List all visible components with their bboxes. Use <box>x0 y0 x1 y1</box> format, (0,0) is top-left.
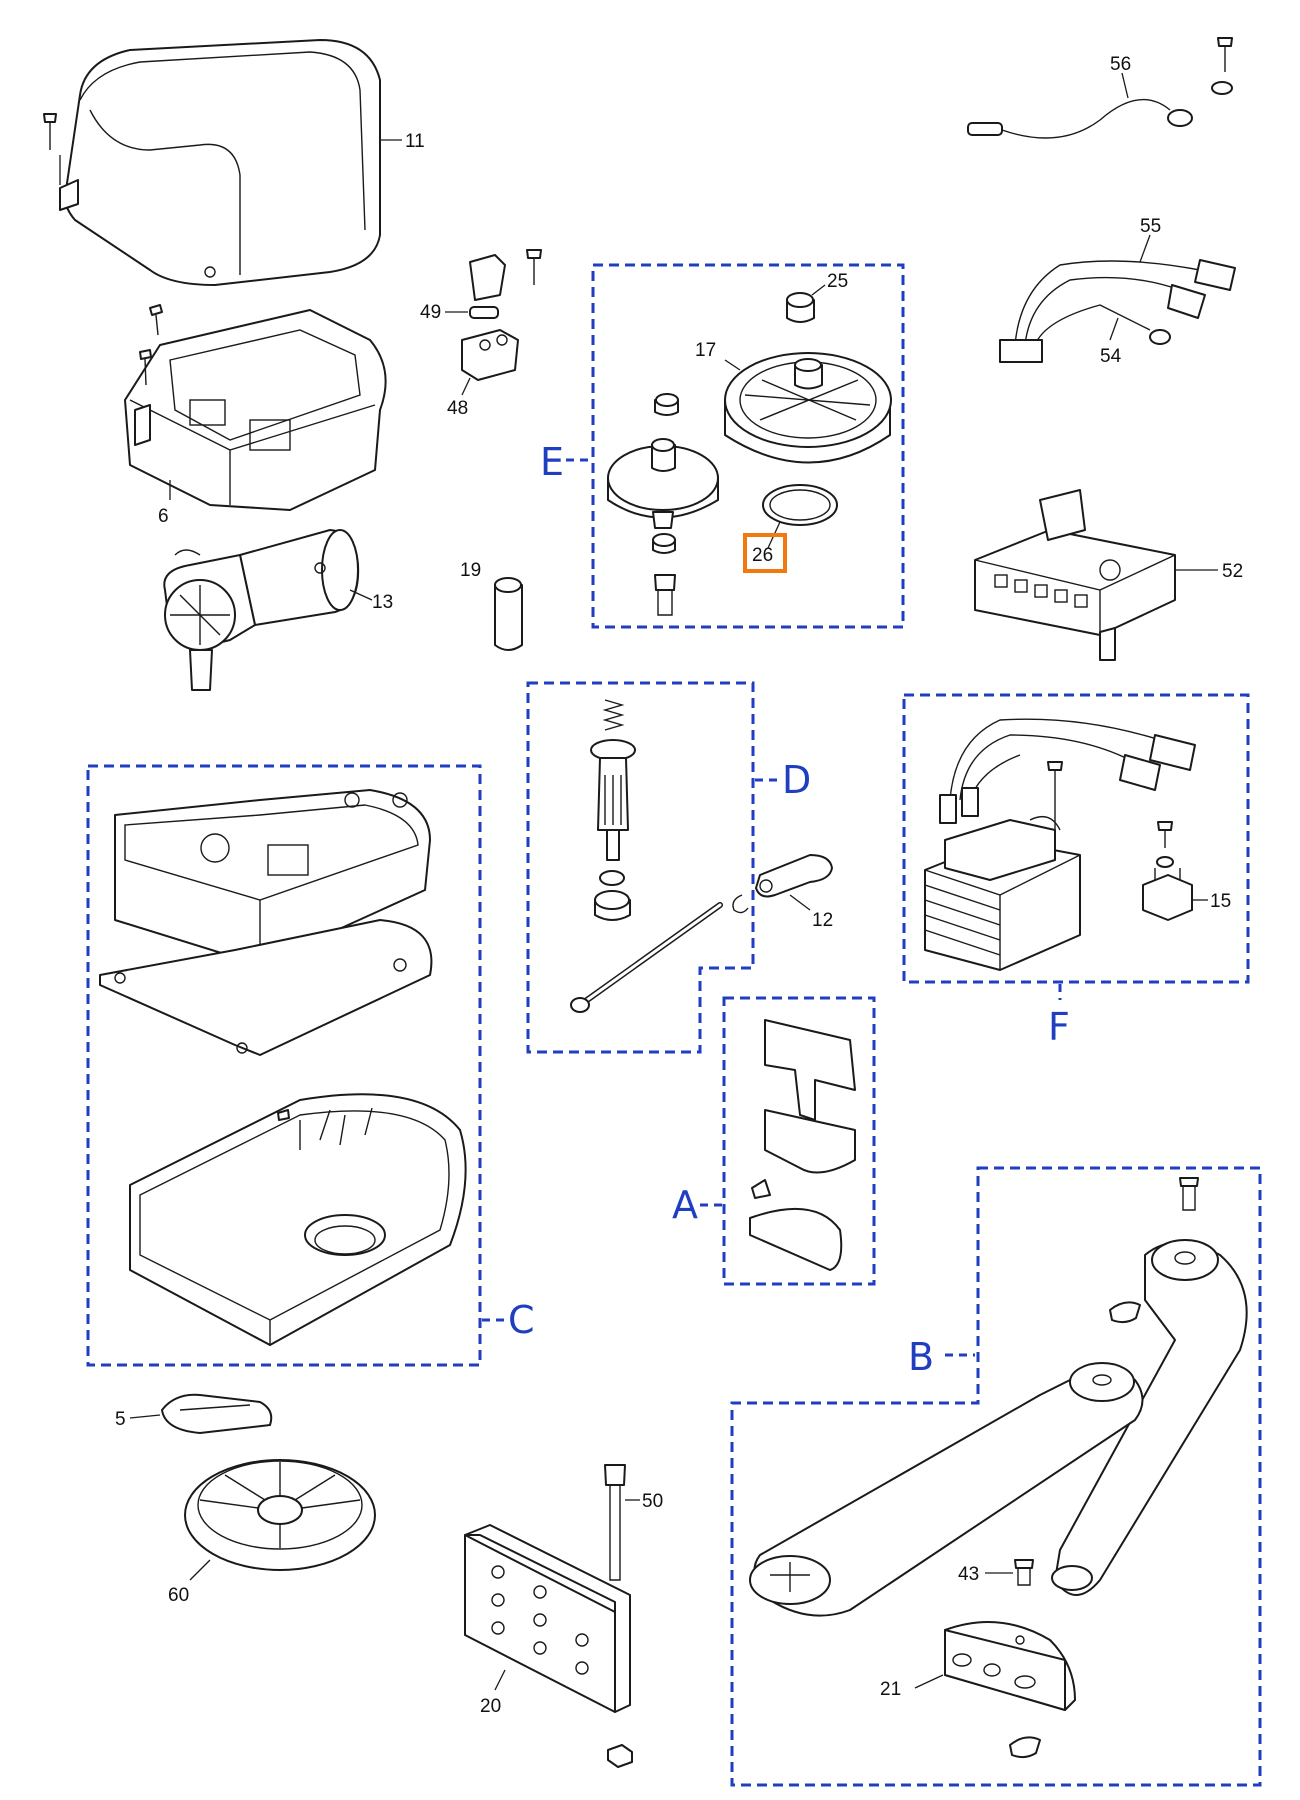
part-d-spring <box>602 699 625 731</box>
screw-48 <box>526 249 542 285</box>
part-20-nut <box>607 1744 633 1768</box>
callout-12: 12 <box>812 910 833 931</box>
part-gear-bolt <box>654 574 676 616</box>
part-a-segment <box>749 1207 843 1271</box>
callout-17: 17 <box>695 340 716 361</box>
part-b-long-arm <box>1054 1239 1248 1596</box>
part-d-long-pin <box>570 902 723 1013</box>
callout-6: 6 <box>158 506 169 527</box>
leader-20 <box>494 1669 506 1691</box>
part-c-lower-housing <box>129 1093 467 1347</box>
callout-55: 55 <box>1140 216 1161 237</box>
callout-20: 20 <box>480 1696 501 1717</box>
callout-13: 13 <box>372 592 393 613</box>
leader-13 <box>349 589 373 601</box>
group-label-a: A <box>672 1183 698 1227</box>
group-d-box <box>526 681 755 1054</box>
leader-60 <box>189 1559 211 1581</box>
part-60-wheel <box>184 1459 376 1571</box>
part-43-pin <box>1014 1559 1093 1591</box>
part-6-screws <box>139 304 163 386</box>
group-f-box <box>902 693 1250 984</box>
part-c-upper-housing <box>114 789 431 966</box>
callout-50: 50 <box>642 1491 663 1512</box>
screw-f <box>1047 761 1063 830</box>
part-d-circlip <box>732 894 749 914</box>
part-b-short-arm <box>749 1362 1144 1617</box>
part-55-cable-harness <box>999 259 1236 363</box>
callout-26: 26 <box>752 545 773 566</box>
part-b-clip-lower <box>1009 1736 1041 1759</box>
leader-54 <box>1109 317 1119 341</box>
callout-11: 11 <box>405 131 425 152</box>
part-c-gasket-plate <box>99 919 433 1056</box>
leader-55 <box>1139 234 1151 263</box>
group-label-d: D <box>782 758 811 802</box>
part-50-bolt <box>604 1464 626 1581</box>
part-20-mounting-plate <box>464 1524 631 1713</box>
part-d-washer <box>599 870 625 886</box>
part-a-curved-plate <box>764 1109 856 1174</box>
part-19-spacer <box>494 577 523 651</box>
group-label-b: B <box>908 1335 934 1379</box>
part-b-pin-top <box>1179 1177 1199 1211</box>
part-d-cam-shaft <box>590 739 636 861</box>
callout-48: 48 <box>447 398 468 419</box>
part-f-transformer <box>924 816 1081 971</box>
callout-49: 49 <box>420 302 441 323</box>
part-12-lever <box>755 854 833 898</box>
part-fuse-holder-cap <box>469 254 506 301</box>
screw-11 <box>43 113 61 185</box>
part-49-fuse <box>469 306 499 319</box>
part-26-ring <box>762 484 838 526</box>
leader-25 <box>811 284 826 296</box>
group-label-f: F <box>1048 1005 1070 1049</box>
part-a-clip <box>751 1179 771 1199</box>
part-small-gear <box>607 438 719 529</box>
part-6-base <box>124 309 387 511</box>
part-52-control-board <box>974 489 1176 661</box>
callout-56: 56 <box>1110 54 1131 75</box>
group-label-c: C <box>508 1298 535 1342</box>
callout-52: 52 <box>1222 561 1243 582</box>
callout-54: 54 <box>1100 346 1122 367</box>
part-5-key <box>161 1393 273 1434</box>
group-b-box <box>730 1166 1262 1787</box>
group-a-box <box>722 996 876 1286</box>
part-bushing-lower <box>652 533 676 554</box>
part-d-bearing <box>594 890 631 921</box>
callout-60: 60 <box>168 1585 189 1606</box>
part-21-bracket <box>944 1621 1076 1711</box>
part-11-cover <box>59 39 381 286</box>
screw-56 <box>1211 37 1233 95</box>
leader-56 <box>1121 72 1129 99</box>
callout-21: 21 <box>880 1679 901 1700</box>
highlight-26-box <box>743 533 787 573</box>
callout-5: 5 <box>115 1409 126 1430</box>
callout-15: 15 <box>1210 891 1231 912</box>
leader-5 <box>129 1414 161 1419</box>
part-25-cap <box>786 292 815 323</box>
part-48-terminal-block <box>461 329 519 381</box>
leader-17 <box>724 359 741 371</box>
part-f-wires <box>939 718 1196 824</box>
part-13-motor <box>163 529 360 691</box>
callout-19: 19 <box>460 560 481 581</box>
part-b-clip-upper <box>1109 1301 1141 1324</box>
part-bushing-upper <box>654 393 679 416</box>
callout-43: 43 <box>958 1564 979 1585</box>
group-c-box <box>86 764 482 1367</box>
leader-48 <box>461 377 471 396</box>
part-a-upper-bracket <box>764 1019 856 1121</box>
group-label-e: E <box>540 440 564 484</box>
part-15-rectifier <box>1142 868 1193 921</box>
leader-12 <box>789 894 811 911</box>
leader-21 <box>914 1674 944 1689</box>
part-56-ground-cable <box>967 98 1193 139</box>
part-17-large-gear <box>724 352 892 464</box>
screw-15 <box>1156 821 1174 868</box>
callout-25: 25 <box>827 271 848 292</box>
